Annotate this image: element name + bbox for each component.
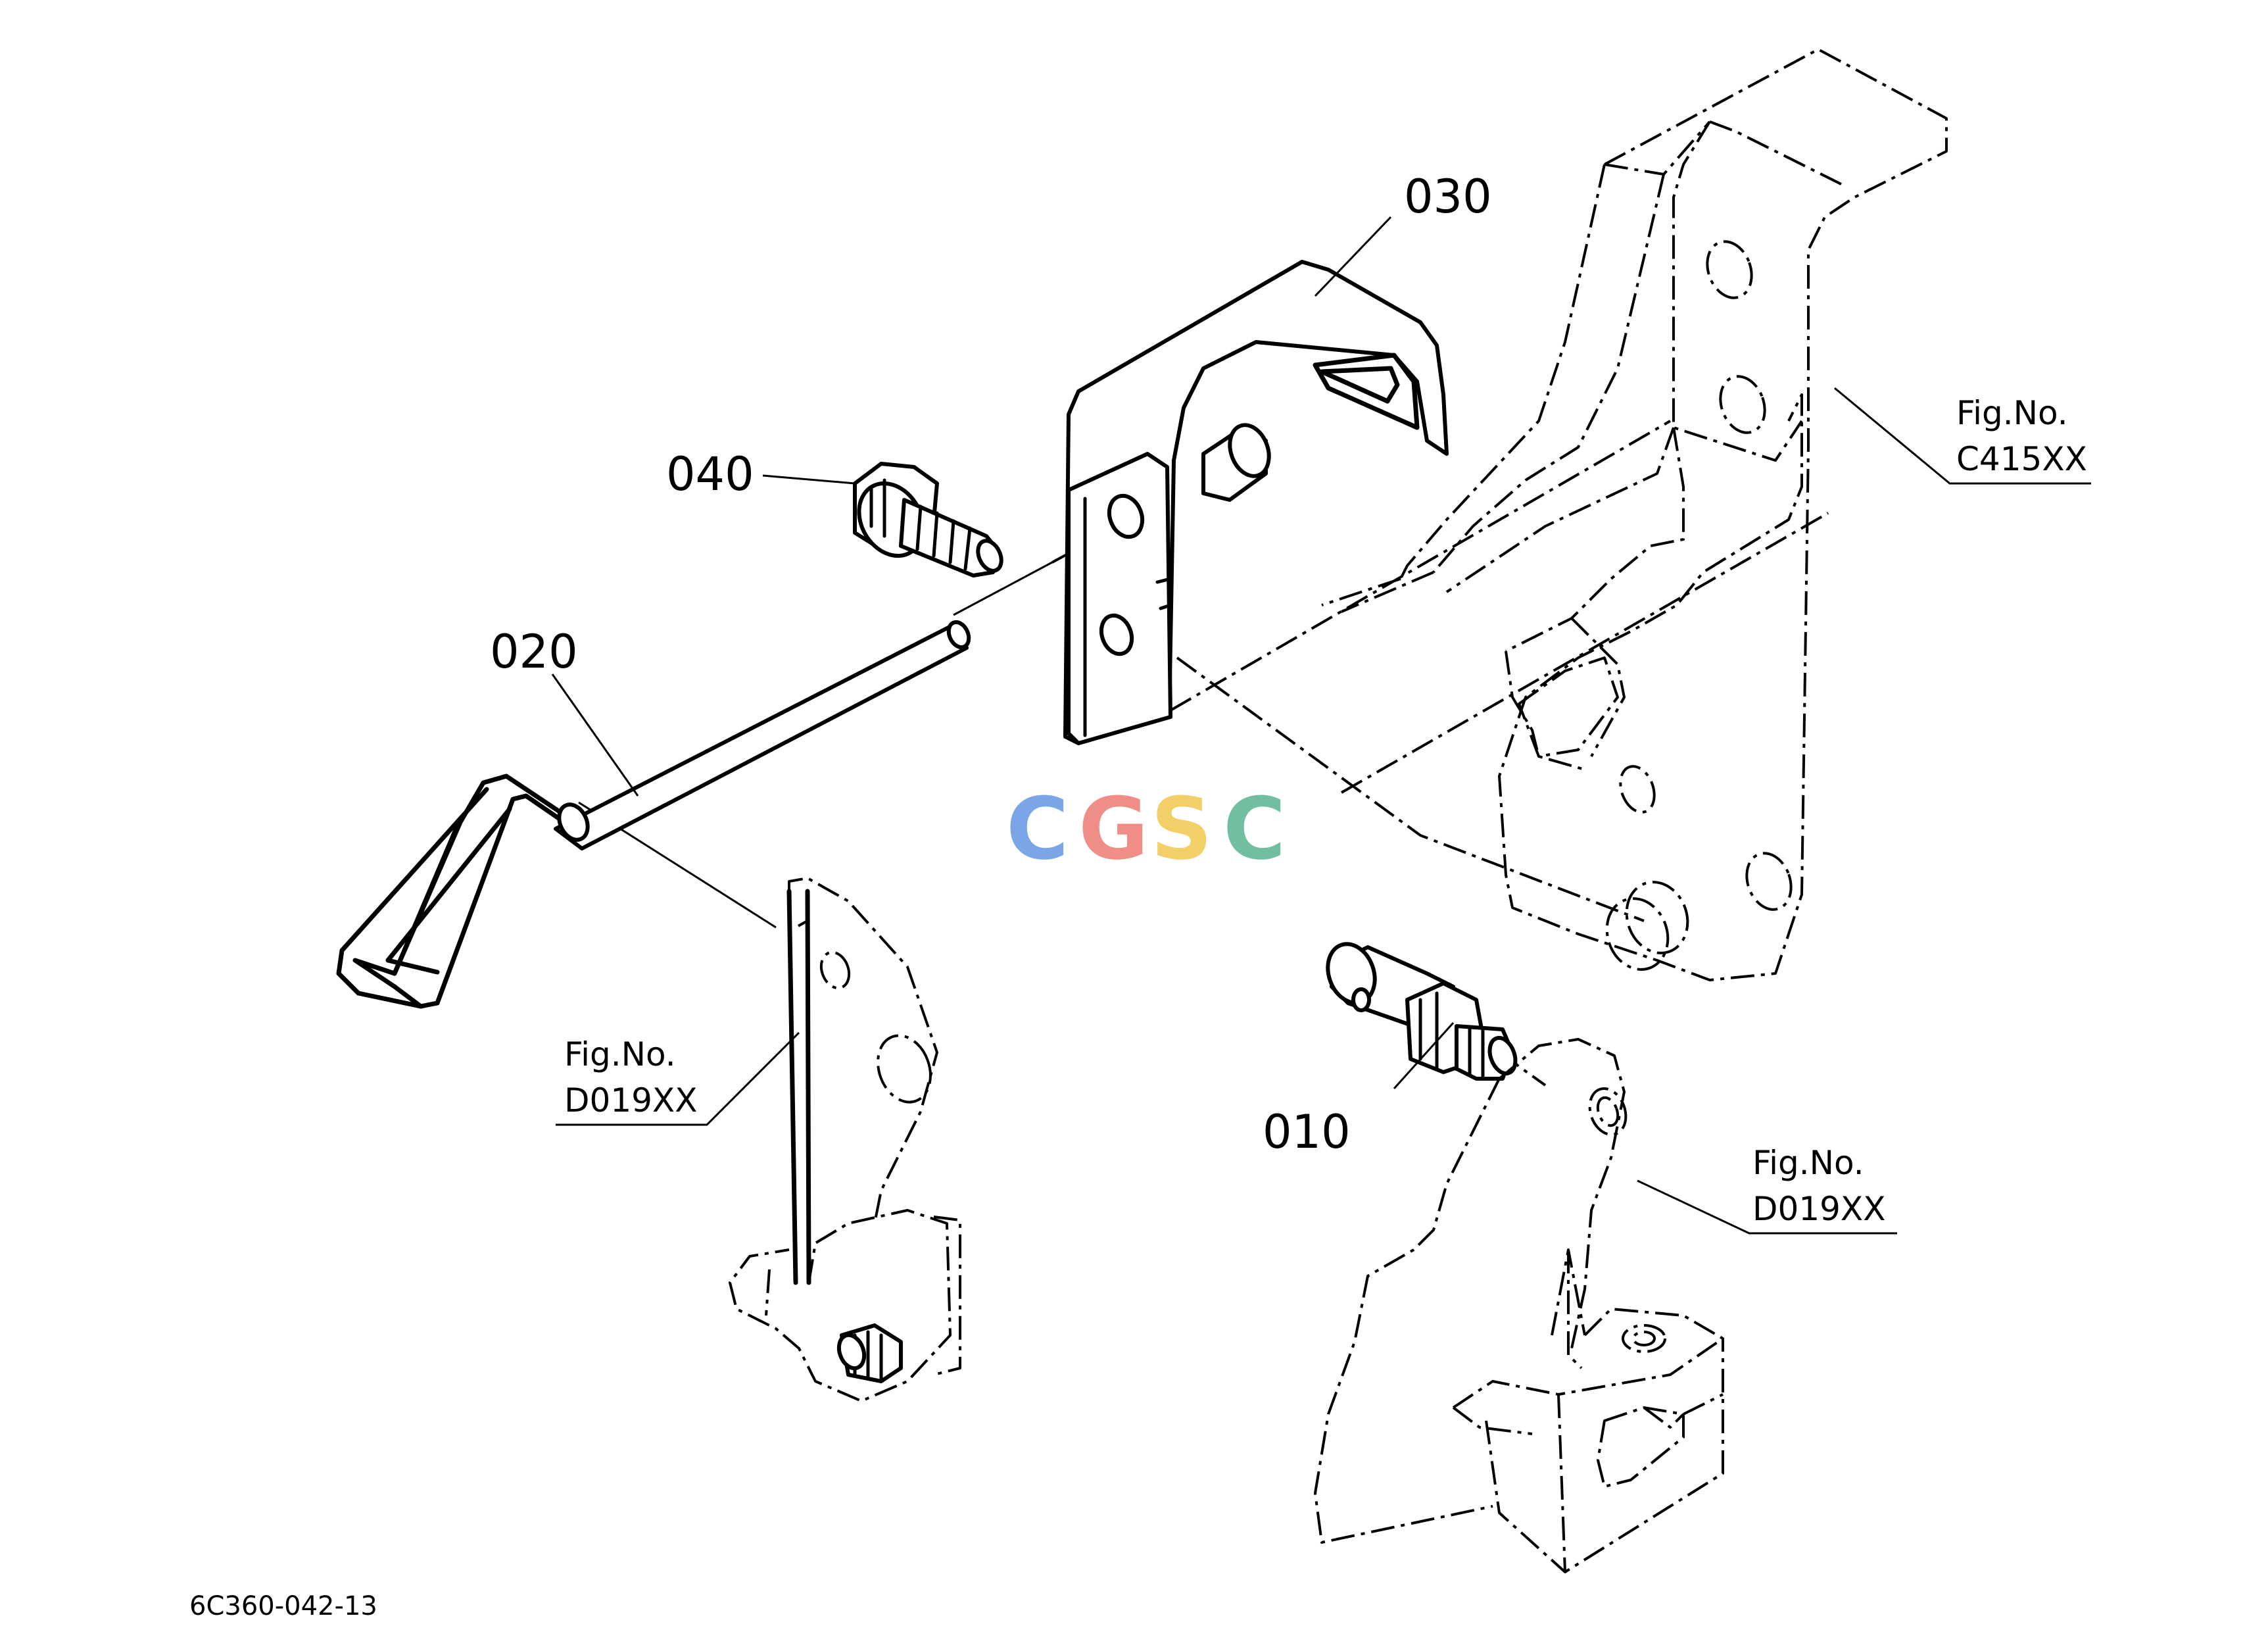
watermark-letter-1: C (1006, 779, 1069, 879)
part-label-010: 010 (1263, 1105, 1351, 1159)
leader-030 (1314, 216, 1392, 297)
part-label-040: 040 (666, 447, 754, 501)
leader-d019-left (556, 1031, 800, 1126)
watermark-letter-3: S (1151, 779, 1213, 879)
leader-010 (1393, 1021, 1455, 1090)
part-label-030: 030 (1404, 170, 1492, 224)
fig-ref-prefix-c415: Fig.No. (1956, 394, 2068, 432)
fig-ref-left: D019XX (564, 1081, 697, 1119)
watermark-letter-4: C (1223, 779, 1286, 879)
watermark-letter-2: G (1078, 779, 1149, 879)
leader-020 (551, 674, 639, 797)
drawing-code: 6C360-042-13 (189, 1591, 377, 1621)
fig-ref-prefix-left: Fig.No. (564, 1035, 676, 1073)
bolt-040 (853, 462, 1003, 578)
leader-lines (551, 216, 2091, 1235)
fig-ref-prefix-right: Fig.No. (1752, 1144, 1864, 1182)
part-label-020: 020 (490, 625, 578, 679)
bracket-030 (1063, 260, 1449, 745)
pin-010 (1326, 942, 1518, 1081)
fig-ref-right: D019XX (1752, 1190, 1885, 1228)
centre-lines (578, 420, 1829, 1087)
right-arm-assembly (1314, 1038, 1724, 1573)
left-arm-assembly (729, 877, 961, 1402)
fig-ref-c415: C415XX (1956, 440, 2087, 478)
leader-d019-right (1637, 1179, 1897, 1235)
rod-020 (336, 620, 971, 1009)
watermark-logo: C G S C (1006, 779, 1286, 879)
leader-c415 (1834, 387, 2091, 485)
leader-040 (762, 474, 856, 485)
